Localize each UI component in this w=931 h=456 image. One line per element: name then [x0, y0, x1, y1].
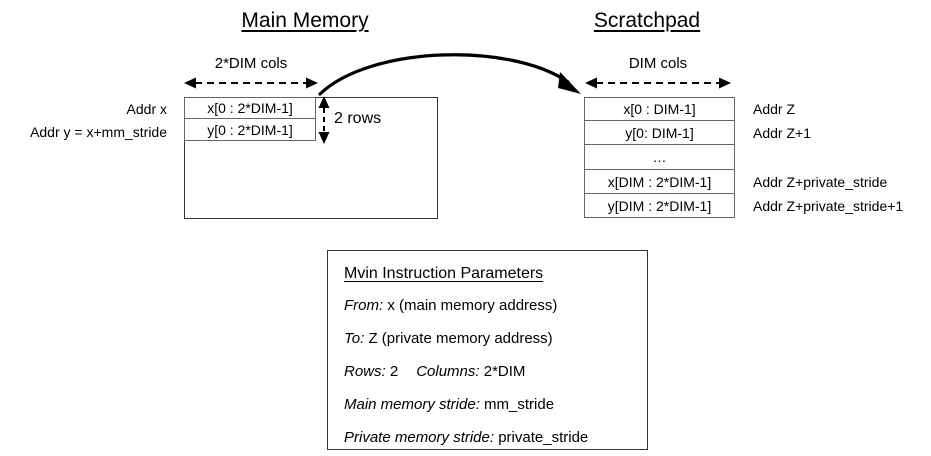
scratchpad-row: x[0 : DIM-1]	[584, 97, 735, 121]
main-memory-rows-dimension-arrow	[316, 94, 332, 146]
main-memory-addr-label-0: Addr x	[126, 101, 167, 117]
param-label-to: To:	[344, 330, 365, 347]
scratchpad-cols-dimension-arrow	[583, 74, 735, 92]
scratchpad-cols-caption: DIM cols	[628, 55, 688, 72]
param-row-private-memory-stride: Private memory stride: private_stride	[344, 428, 633, 447]
param-row-rows-columns: Rows: 2 Columns: 2*DIM	[344, 362, 633, 381]
scratchpad-row: y[DIM : 2*DIM-1]	[584, 194, 735, 218]
main-memory-row: x[0 : 2*DIM-1]	[184, 97, 316, 119]
scratchpad-row-ellipsis: …	[584, 145, 735, 170]
param-label-rows: Rows:	[344, 363, 386, 380]
main-memory-cols-dimension-arrow	[182, 74, 322, 92]
param-row-from: From: x (main memory address)	[344, 296, 633, 315]
scratchpad-row: x[DIM : 2*DIM-1]	[584, 170, 735, 194]
mvin-transfer-arrow	[310, 44, 590, 104]
scratchpad-row-stack: x[0 : DIM-1] y[0: DIM-1] … x[DIM : 2*DIM…	[584, 97, 735, 218]
param-label-private-memory-stride: Private memory stride:	[344, 429, 495, 446]
scratchpad-addr-label-3: Addr Z+private_stride	[753, 174, 888, 190]
param-label-columns: Columns:	[416, 363, 480, 380]
scratchpad-title: Scratchpad	[593, 9, 701, 32]
param-value-to: Z (private memory address)	[364, 330, 553, 347]
mvin-parameters-title: Mvin Instruction Parameters	[344, 265, 544, 282]
main-memory-rows-caption: 2 rows	[334, 110, 382, 127]
main-memory-addr-label-1: Addr y = x+mm_stride	[30, 124, 167, 140]
param-row-main-memory-stride: Main memory stride: mm_stride	[344, 395, 633, 414]
scratchpad-addr-label-1: Addr Z+1	[753, 125, 811, 141]
scratchpad-row: y[0: DIM-1]	[584, 121, 735, 145]
param-value-from: x (main memory address)	[383, 297, 558, 314]
scratchpad-addr-label-0: Addr Z	[753, 101, 796, 117]
main-memory-row: y[0 : 2*DIM-1]	[184, 119, 316, 141]
main-memory-cols-caption: 2*DIM cols	[214, 55, 288, 72]
param-label-from: From:	[344, 297, 384, 314]
param-value-main-memory-stride: mm_stride	[479, 396, 555, 413]
param-row-to: To: Z (private memory address)	[344, 329, 633, 348]
main-memory-row-stack: x[0 : 2*DIM-1] y[0 : 2*DIM-1]	[184, 97, 316, 141]
param-label-main-memory-stride: Main memory stride:	[344, 396, 480, 413]
mvin-parameters-panel: Mvin Instruction Parameters From: x (mai…	[327, 250, 648, 450]
param-value-private-memory-stride: private_stride	[494, 429, 589, 446]
param-value-rows: 2	[385, 363, 399, 380]
param-value-columns: 2*DIM	[479, 363, 526, 380]
scratchpad-addr-label-4: Addr Z+private_stride+1	[753, 198, 904, 214]
main-memory-title: Main Memory	[241, 9, 369, 32]
